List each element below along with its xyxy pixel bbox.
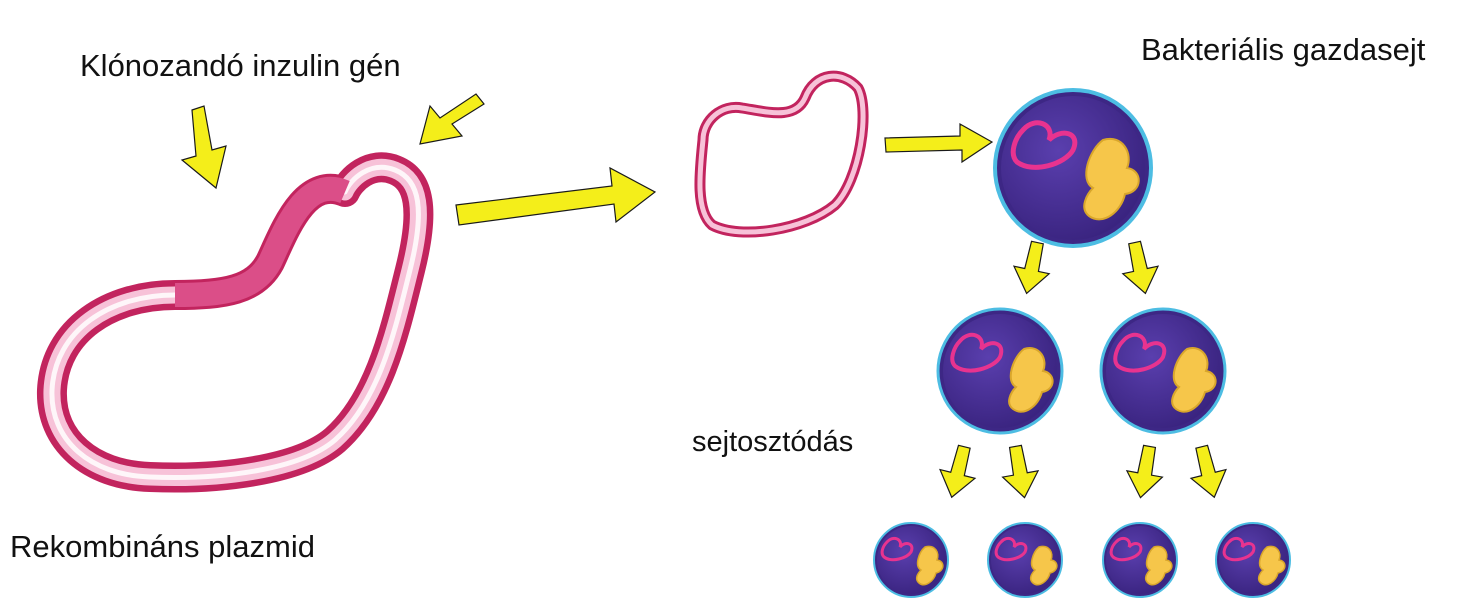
division-arrows-gen1 xyxy=(1009,239,1163,297)
small-plasmid xyxy=(700,76,863,232)
recombinant-plasmid-label: Rekombináns plazmid xyxy=(10,531,315,562)
granddaughter-cell xyxy=(988,523,1062,597)
insert-arrow xyxy=(885,124,992,162)
division-arrows-gen2 xyxy=(934,442,1232,501)
transfer-arrow xyxy=(456,168,655,225)
host-cell xyxy=(995,90,1151,246)
host-cell-label: Bakteriális gazdasejt xyxy=(1137,32,1433,75)
recombinant-plasmid xyxy=(52,167,419,477)
cell-division-label: sejtosztódás xyxy=(692,428,853,457)
daughter-cell xyxy=(1101,309,1225,433)
granddaughter-cell xyxy=(1216,523,1290,597)
granddaughter-cell xyxy=(1103,523,1177,597)
daughter-cell xyxy=(938,309,1062,433)
insulin-gene-label: Klónozandó inzulin gén xyxy=(80,50,401,81)
granddaughter-cell xyxy=(874,523,948,597)
